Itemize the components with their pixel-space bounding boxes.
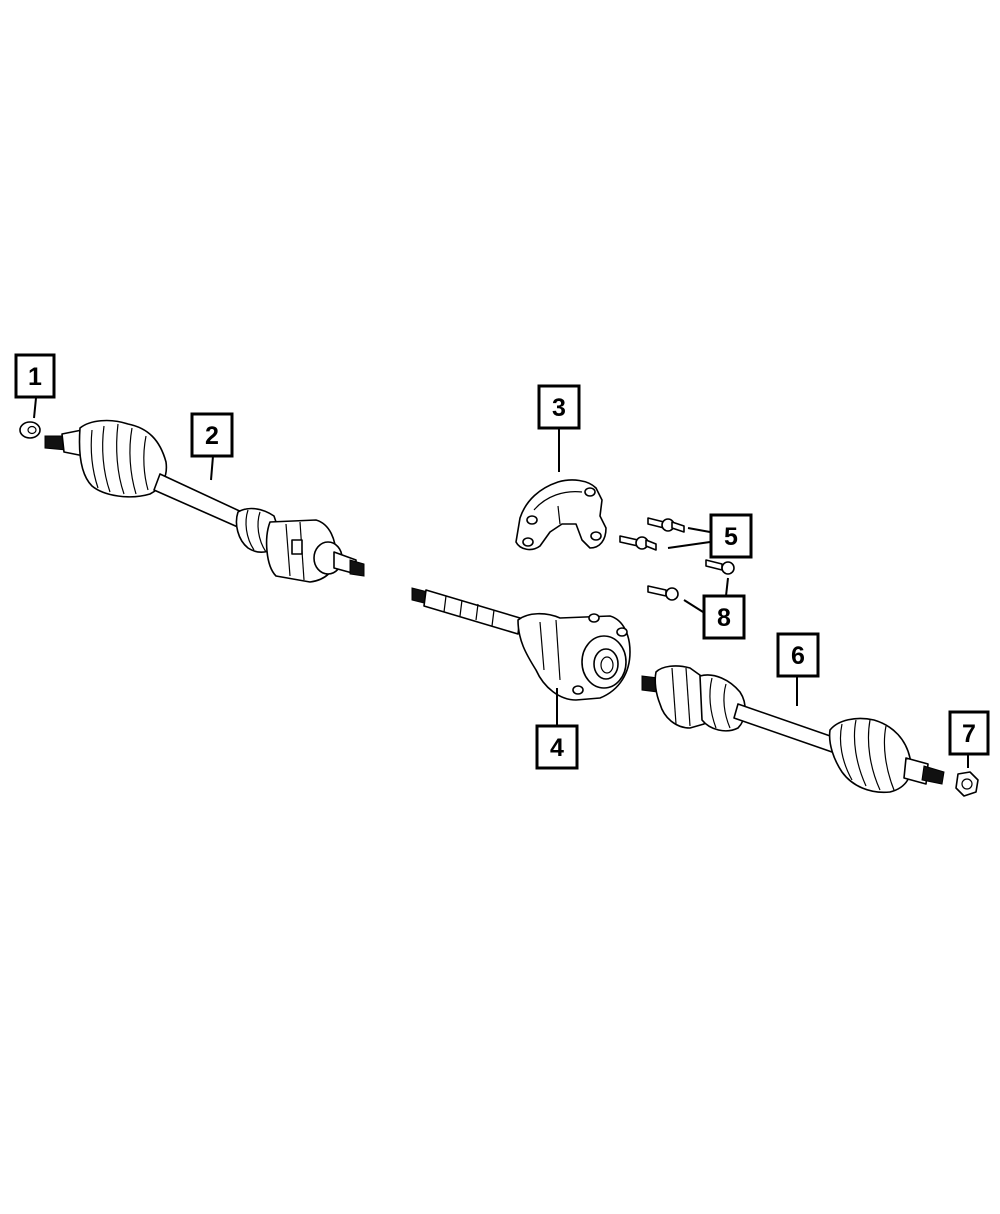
callout-1: 1 xyxy=(14,353,56,399)
callout-3-label: 3 xyxy=(552,394,566,422)
part-7-nut xyxy=(955,771,979,797)
callout-6: 6 xyxy=(776,632,820,678)
callout-3: 3 xyxy=(537,384,581,430)
part-3-bearing-bracket xyxy=(515,479,607,551)
callout-4-label: 4 xyxy=(550,734,564,762)
callout-4: 4 xyxy=(535,724,579,770)
callout-5: 5 xyxy=(709,513,753,559)
callout-2: 2 xyxy=(190,412,234,458)
part-4-intermediate-shaft xyxy=(411,587,631,701)
callout-7-label: 7 xyxy=(962,720,976,748)
callout-7: 7 xyxy=(948,710,990,756)
callout-1-label: 1 xyxy=(28,363,42,391)
part-2-left-axle-shaft xyxy=(44,419,365,583)
part-6-right-axle-shaft xyxy=(641,665,945,794)
part-1-washer xyxy=(19,421,41,439)
callout-6-label: 6 xyxy=(791,642,805,670)
callout-2-label: 2 xyxy=(205,422,219,450)
leader-lines xyxy=(33,397,969,768)
part-5-bolts xyxy=(619,517,685,551)
callout-5-label: 5 xyxy=(724,523,738,551)
part-8-bolts xyxy=(647,559,735,601)
callout-8-label: 8 xyxy=(717,604,731,632)
callout-8: 8 xyxy=(702,594,746,640)
